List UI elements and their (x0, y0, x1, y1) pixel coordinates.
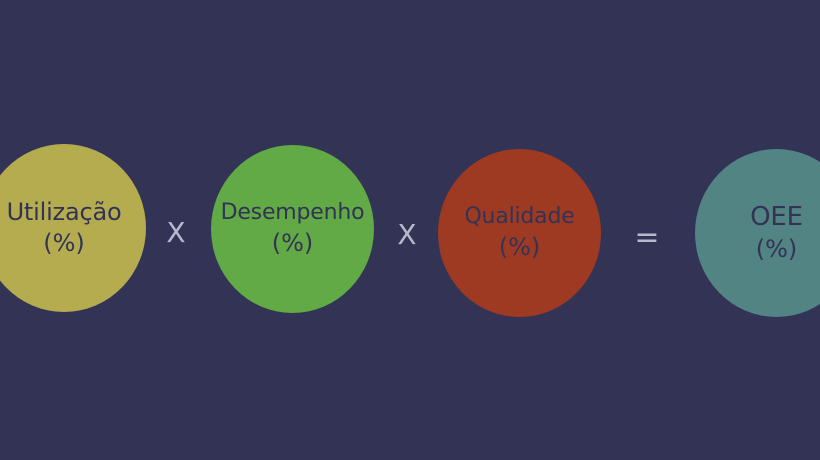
oee-label: OEE (750, 201, 803, 232)
oee-circle: OEE (%) (695, 149, 820, 317)
oee-unit: (%) (755, 235, 798, 264)
performance-circle: Desempenho (%) (211, 145, 374, 313)
utilization-label: Utilização (6, 197, 122, 226)
quality-unit: (%) (498, 232, 541, 261)
utilization-unit: (%) (43, 229, 85, 257)
utilization-circle: Utilização (%) (0, 144, 146, 312)
quality-circle: Qualidade (%) (438, 149, 601, 317)
multiply-operator-2: X (397, 218, 417, 251)
quality-label: Qualidade (464, 204, 575, 230)
performance-unit: (%) (271, 228, 314, 257)
multiply-operator-1: X (166, 216, 186, 249)
performance-label: Desempenho (220, 200, 365, 226)
equals-operator: = (634, 220, 660, 255)
